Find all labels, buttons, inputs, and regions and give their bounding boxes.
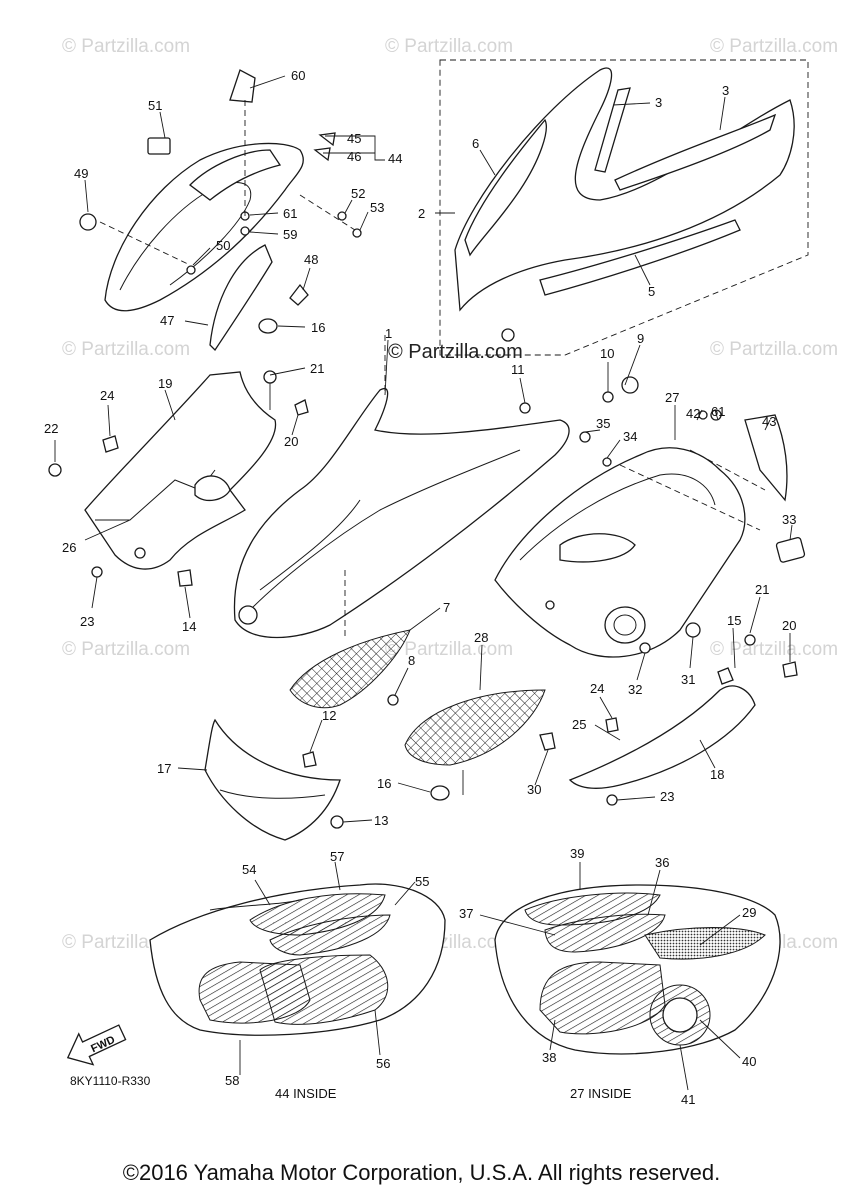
inside-label-27: 27 INSIDE: [570, 1086, 632, 1101]
watermark: © Partzilla.com: [62, 36, 190, 57]
callout-45: 45: [347, 131, 361, 146]
callout-43: 43: [762, 414, 776, 429]
copyright-notice: ©2016 Yamaha Motor Corporation, U.S.A. A…: [122, 1160, 721, 1185]
callout-16: 16: [311, 320, 325, 335]
callout-21b: 21: [755, 582, 769, 597]
callout-61b: 61: [711, 404, 725, 419]
callout-17: 17: [157, 761, 171, 776]
callout-30: 30: [527, 782, 541, 797]
callout-27: 27: [665, 390, 679, 405]
watermark: © Partzilla.com: [62, 339, 190, 360]
callout-12: 12: [322, 708, 336, 723]
main-shroud-group: [233, 335, 570, 640]
callout-22: 22: [44, 421, 58, 436]
callout-37: 37: [459, 906, 473, 921]
callout-59: 59: [283, 227, 297, 242]
callout-54: 54: [242, 862, 256, 877]
callout-8: 8: [408, 653, 415, 668]
callout-40: 40: [742, 1054, 756, 1069]
callout-34: 34: [623, 429, 637, 444]
lower-guard-left-group: [204, 718, 344, 841]
watermark-center: © Partzilla.com: [388, 341, 523, 363]
lower-guard-right-group: [568, 634, 798, 806]
callout-36: 36: [655, 855, 669, 870]
callout-3: 3: [655, 95, 662, 110]
callout-13: 13: [374, 813, 388, 828]
callout-3b: 3: [722, 83, 729, 98]
callout-47: 47: [160, 313, 174, 328]
callout-9: 9: [637, 331, 644, 346]
watermark: © Partzilla.com: [710, 639, 838, 660]
inside-label-44: 44 INSIDE: [275, 1086, 337, 1101]
fwd-arrow: FWD: [66, 1024, 127, 1066]
grille-group: [289, 629, 556, 801]
callout-labels: 60 51 49 45 46 44 61 59 50 52 53 48 16 4…: [44, 68, 796, 1107]
inside-view-27: [494, 884, 781, 1055]
watermark: © Partzilla.com: [62, 639, 190, 660]
front-cowl-group: [79, 69, 362, 352]
callout-60: 60: [291, 68, 305, 83]
callout-24b: 24: [590, 681, 604, 696]
callout-24: 24: [100, 388, 114, 403]
callout-52: 52: [351, 186, 365, 201]
inside-view-44: [149, 883, 446, 1036]
callout-46: 46: [347, 149, 361, 164]
graphic-set-group: [439, 59, 809, 356]
diagram-code: 8KY1110-R330: [70, 1074, 151, 1088]
callout-1: 1: [385, 326, 392, 341]
callout-7: 7: [443, 600, 450, 615]
callout-18: 18: [710, 767, 724, 782]
callout-29: 29: [742, 905, 756, 920]
callout-57: 57: [330, 849, 344, 864]
callout-10: 10: [600, 346, 614, 361]
watermark: © Partzilla.com: [385, 36, 513, 57]
callout-19: 19: [158, 376, 172, 391]
callout-55: 55: [415, 874, 429, 889]
callout-61: 61: [283, 206, 297, 221]
callout-31: 31: [681, 672, 695, 687]
callout-14: 14: [182, 619, 196, 634]
callout-51: 51: [148, 98, 162, 113]
callout-20b: 20: [782, 618, 796, 633]
watermarks: © Partzilla.com © Partzilla.com © Partzi…: [62, 36, 838, 953]
callout-41: 41: [681, 1092, 695, 1107]
callout-44: 44: [388, 151, 402, 166]
callout-38: 38: [542, 1050, 556, 1065]
callout-25: 25: [572, 717, 586, 732]
callout-56: 56: [376, 1056, 390, 1071]
callout-20: 20: [284, 434, 298, 449]
leader-lines: [54, 75, 793, 1091]
callout-49: 49: [74, 166, 88, 181]
watermark: © Partzilla.com: [385, 639, 513, 660]
callout-35: 35: [596, 416, 610, 431]
watermark: © Partzilla.com: [710, 36, 838, 57]
callout-2: 2: [418, 206, 425, 221]
callout-11: 11: [511, 362, 525, 377]
callout-21: 21: [310, 361, 324, 376]
callout-42: 42: [686, 406, 700, 421]
right-shroud-group: [494, 376, 806, 658]
callout-39: 39: [570, 846, 584, 861]
callout-33: 33: [782, 512, 796, 527]
callout-26: 26: [62, 540, 76, 555]
callout-32: 32: [628, 682, 642, 697]
callout-16b: 16: [377, 776, 391, 791]
callout-5: 5: [648, 284, 655, 299]
watermark: © Partzilla.com: [710, 339, 838, 360]
callout-23: 23: [80, 614, 94, 629]
callout-53: 53: [370, 200, 384, 215]
callout-15: 15: [727, 613, 741, 628]
callout-58: 58: [225, 1073, 239, 1088]
callout-23b: 23: [660, 789, 674, 804]
callout-48: 48: [304, 252, 318, 267]
callout-28: 28: [474, 630, 488, 645]
callout-50: 50: [216, 238, 230, 253]
callout-6: 6: [472, 136, 479, 151]
